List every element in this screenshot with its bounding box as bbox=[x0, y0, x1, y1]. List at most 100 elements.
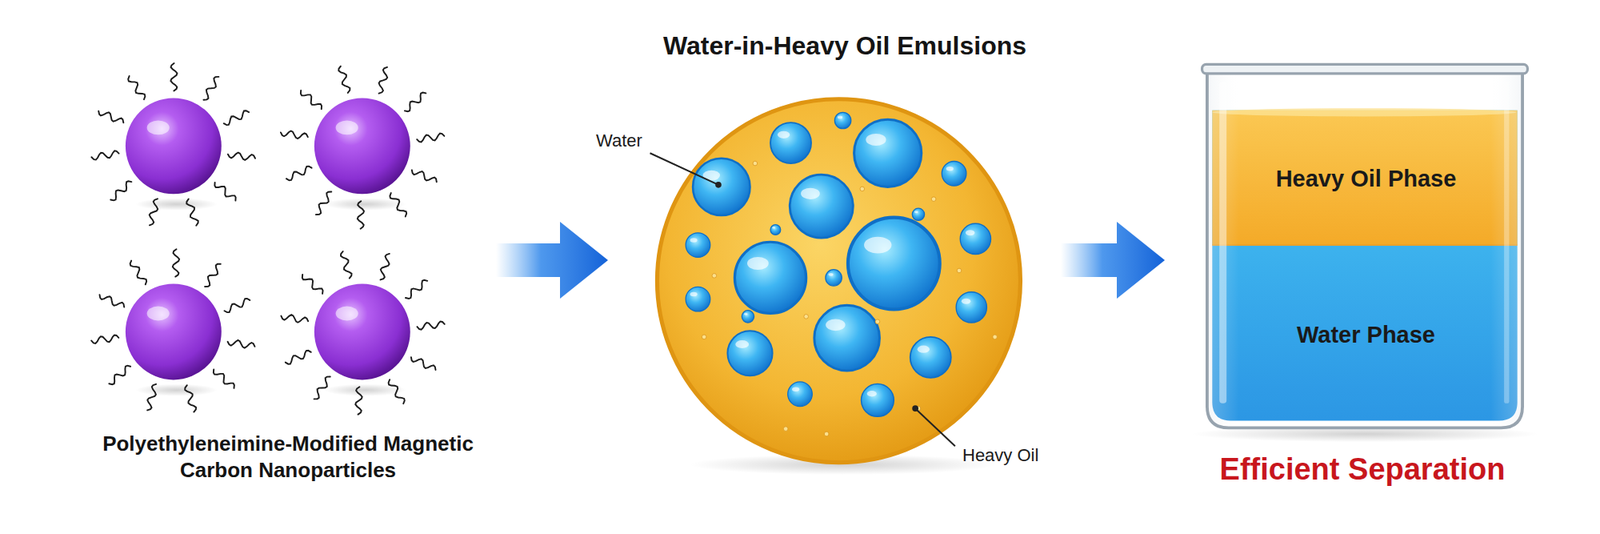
water-bubble bbox=[685, 286, 711, 312]
polymer-chain bbox=[388, 379, 405, 404]
water-bubble bbox=[854, 119, 922, 187]
bubble-highlight bbox=[867, 390, 877, 396]
bubble-highlight bbox=[828, 272, 833, 276]
magnetic-sphere bbox=[125, 97, 222, 194]
oil-speck bbox=[701, 334, 707, 340]
water-bubble bbox=[825, 269, 842, 286]
polymer-chain bbox=[355, 386, 362, 414]
magnetic-sphere bbox=[314, 97, 411, 194]
oil-speck bbox=[992, 334, 998, 340]
polymer-chain bbox=[170, 63, 177, 91]
polymer-chain bbox=[314, 376, 331, 399]
leader-line bbox=[916, 408, 955, 446]
emulsion-group: Water-in-Heavy Oil Emulsions bbox=[608, 24, 1061, 488]
magnetic-sphere bbox=[125, 284, 222, 380]
polymer-chain bbox=[404, 92, 426, 112]
glass-highlight bbox=[1504, 81, 1509, 404]
water-bubble bbox=[956, 292, 987, 323]
particle-shadow bbox=[136, 197, 218, 210]
emulsion-droplet bbox=[656, 99, 1020, 475]
bubble-highlight bbox=[825, 318, 845, 331]
polymer-chain bbox=[184, 384, 196, 412]
beaker bbox=[1192, 64, 1540, 442]
bubble-highlight bbox=[837, 116, 843, 120]
oil-circle bbox=[656, 99, 1020, 463]
water-phase-band: Water Phase bbox=[1216, 244, 1516, 424]
bubble-highlight bbox=[747, 256, 769, 270]
water-bubble bbox=[770, 122, 812, 164]
sphere-highlight bbox=[147, 306, 170, 321]
oil-speck bbox=[804, 314, 809, 320]
water-bubble bbox=[770, 224, 781, 236]
water-droplets bbox=[685, 112, 997, 436]
bubble-highlight bbox=[772, 226, 776, 228]
leader-dot bbox=[715, 181, 722, 188]
oil-speck bbox=[875, 319, 880, 324]
water-bubble bbox=[734, 241, 806, 313]
polymer-chain bbox=[379, 67, 388, 94]
bubble-highlight bbox=[917, 345, 930, 353]
polymer-chain bbox=[91, 150, 119, 160]
polymer-chain bbox=[224, 298, 250, 312]
emulsion-title: Water-in-Heavy Oil Emulsions bbox=[608, 30, 1061, 61]
polymer-chain bbox=[214, 182, 236, 201]
polymer-chain bbox=[389, 192, 407, 216]
polymer-chain bbox=[357, 200, 364, 228]
polymer-chain bbox=[186, 199, 198, 226]
polymer-chain bbox=[412, 169, 437, 182]
water-bubble bbox=[912, 208, 924, 220]
bubble-highlight bbox=[792, 386, 800, 392]
beaker-group: Efficient SeparationHeavy Oil PhaseWater… bbox=[1164, 56, 1560, 504]
water-bubble bbox=[814, 304, 880, 371]
polymer-chain bbox=[286, 166, 312, 181]
polymer-chain bbox=[416, 320, 444, 329]
polymer-chain bbox=[285, 350, 312, 364]
polymer-chain bbox=[108, 365, 131, 384]
polymer-chain bbox=[204, 264, 221, 287]
callout-label: Water bbox=[596, 130, 643, 152]
polymer-chain bbox=[149, 198, 158, 225]
water-bubble bbox=[727, 330, 772, 376]
polymer-chain bbox=[300, 90, 322, 109]
bubble-highlight bbox=[800, 188, 820, 200]
polymer-chain bbox=[228, 340, 256, 348]
polymer-chain bbox=[130, 260, 148, 285]
polymer-chain bbox=[91, 334, 119, 343]
bubble-highlight bbox=[865, 133, 886, 146]
bubble-highlight bbox=[690, 292, 698, 297]
bubble-highlight bbox=[946, 166, 954, 172]
particle-shadow bbox=[136, 384, 218, 396]
polymer-chain bbox=[147, 384, 156, 411]
particle-caption: Polyethyleneimine-Modified Magnetic Carb… bbox=[80, 430, 496, 484]
leader-dot bbox=[912, 404, 919, 412]
oil-speck bbox=[956, 268, 962, 273]
beaker-rim bbox=[1202, 64, 1528, 73]
polymer-chain bbox=[99, 294, 124, 307]
oil-speck bbox=[931, 196, 936, 202]
water-bubble bbox=[848, 217, 940, 310]
polymer-chain bbox=[416, 133, 444, 143]
polymer-chain bbox=[340, 251, 352, 279]
flow-arrow bbox=[496, 221, 608, 299]
oil-speck bbox=[824, 431, 829, 436]
callout-label: Heavy Oil bbox=[962, 444, 1039, 466]
water-bubble bbox=[861, 384, 895, 417]
polymer-chain bbox=[280, 130, 308, 139]
polymer-chain bbox=[302, 274, 324, 294]
nanoparticle bbox=[91, 63, 256, 226]
water-bubble bbox=[910, 336, 952, 378]
bubble-highlight bbox=[864, 236, 892, 254]
magnetic-sphere bbox=[314, 284, 411, 380]
bubble-highlight bbox=[914, 210, 919, 213]
polymer-chain bbox=[110, 180, 132, 200]
sphere-highlight bbox=[147, 120, 170, 135]
polymer-chain bbox=[411, 356, 436, 370]
particle-shadow bbox=[324, 197, 407, 210]
polymer-chain bbox=[172, 248, 180, 276]
bubble-highlight bbox=[744, 312, 748, 316]
polymer-chain bbox=[203, 76, 219, 100]
phase-label: Heavy Oil Phase bbox=[1276, 164, 1457, 193]
bubble-highlight bbox=[961, 298, 971, 304]
water-bubble bbox=[941, 161, 967, 187]
water-bubble bbox=[960, 223, 991, 254]
